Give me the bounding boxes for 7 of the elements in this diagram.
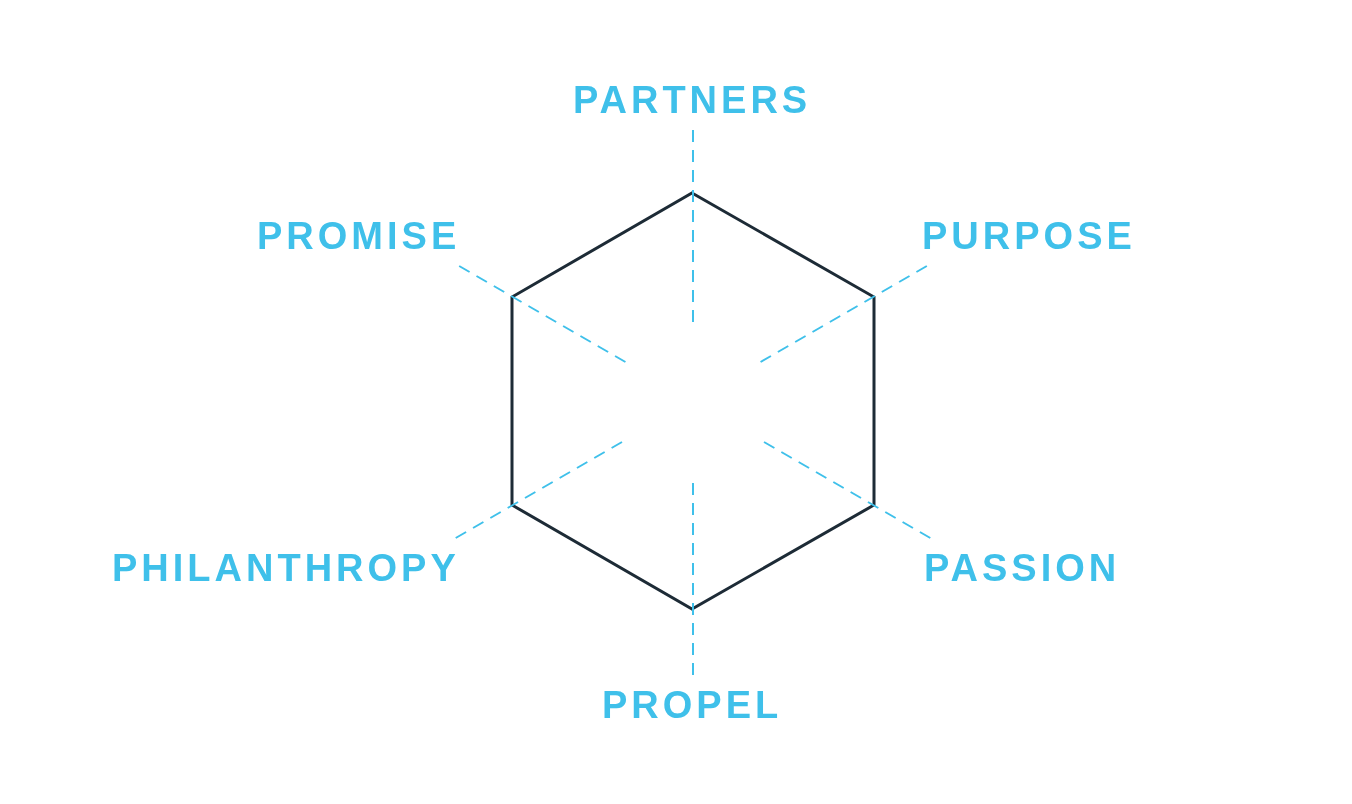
hexagon-outline — [510, 191, 876, 611]
category-label: PURPOSE — [922, 214, 1136, 258]
category-label: PROPEL — [602, 683, 783, 727]
category-label: PASSION — [924, 546, 1121, 590]
category-label: PHILANTHROPY — [112, 546, 460, 590]
category-label: PROMISE — [257, 214, 461, 258]
category-label: PARTNERS — [573, 78, 812, 122]
